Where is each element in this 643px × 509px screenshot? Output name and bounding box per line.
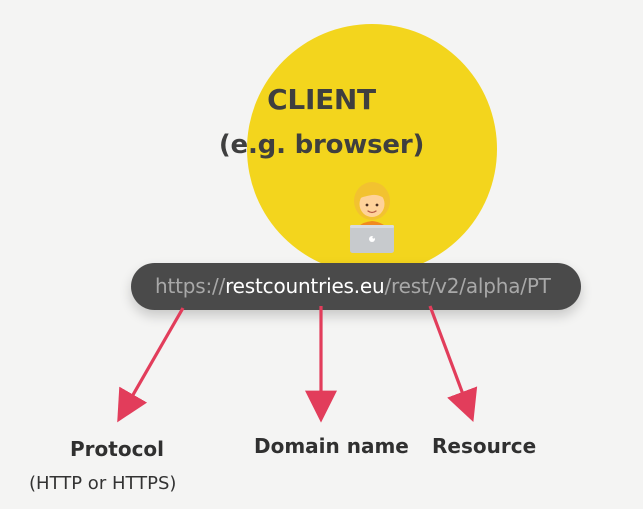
url-resource: /rest/v2/alpha/PT: [384, 274, 551, 298]
client-title: CLIENT: [267, 83, 376, 116]
protocol-arrow: [117, 307, 185, 423]
protocol-label: Protocol: [70, 437, 165, 461]
person-with-laptop-icon: [350, 182, 394, 253]
resource-arrow: [428, 305, 478, 422]
client-subtitle: (e.g. browser): [218, 130, 425, 160]
url-text: https://restcountries.eu/rest/v2/alpha/P…: [155, 273, 551, 299]
url-bar: https://restcountries.eu/rest/v2/alpha/P…: [131, 263, 581, 310]
protocol-note: (HTTP or HTTPS): [29, 473, 177, 494]
url-protocol: https://: [155, 274, 226, 298]
resource-label: Resource: [432, 434, 537, 458]
domain-name-label: Domain name: [254, 434, 409, 458]
url-domain: restcountries.eu: [225, 274, 385, 298]
